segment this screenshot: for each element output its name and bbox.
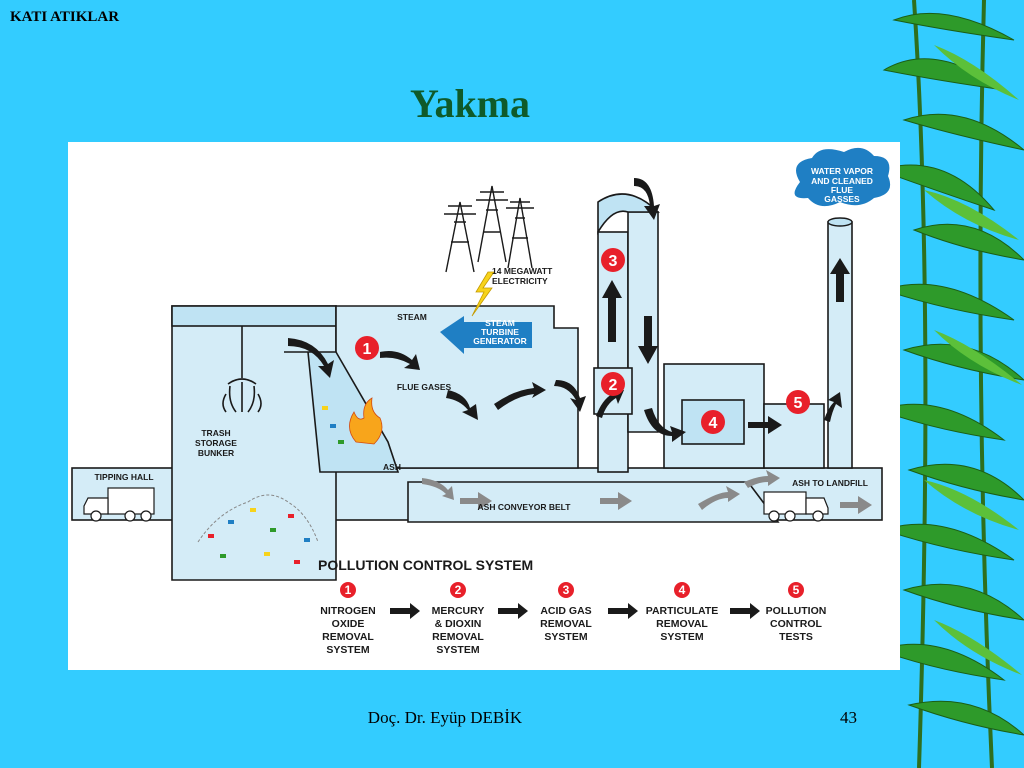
garbage-truck-icon <box>83 487 155 522</box>
svg-text:REMOVAL: REMOVAL <box>432 631 484 643</box>
crane-rail <box>171 305 337 327</box>
marker-2: 2 <box>601 372 625 396</box>
svg-text:PARTICULATE: PARTICULATE <box>646 605 719 617</box>
trash-pile <box>197 406 344 564</box>
pcs-step-5: 5 POLLUTION CONTROL TESTS <box>766 582 827 643</box>
turbine-label-2: TURBINE <box>481 327 519 337</box>
duct-bend <box>597 193 660 235</box>
svg-text:4: 4 <box>709 415 718 432</box>
svg-text:5: 5 <box>794 395 803 412</box>
svg-text:REMOVAL: REMOVAL <box>322 631 374 643</box>
vapor-cloud <box>794 147 891 207</box>
ash-landfill-label: ASH TO LANDFILL <box>792 478 868 488</box>
svg-text:SYSTEM: SYSTEM <box>436 644 479 656</box>
ash-conveyor-trough <box>407 481 780 523</box>
svg-text:NITROGEN: NITROGEN <box>320 605 375 617</box>
flow-arrows <box>288 178 850 442</box>
ash-truck-icon <box>763 491 829 522</box>
tipping-hall-label: TIPPING HALL <box>94 472 153 482</box>
pcs-title: POLLUTION CONTROL SYSTEM <box>318 557 533 573</box>
svg-text:SYSTEM: SYSTEM <box>544 631 587 643</box>
svg-text:1: 1 <box>363 341 372 358</box>
ash-arrows <box>422 470 872 514</box>
incineration-diagram: WATER VAPOR AND CLEANED FLUE GASSES 14 M… <box>68 142 900 670</box>
svg-text:3: 3 <box>563 583 570 597</box>
pcs-step-4: 4 PARTICULATE REMOVAL SYSTEM <box>646 582 719 643</box>
slide-title: Yakma <box>409 81 531 126</box>
pcs-step-1: 1 NITROGEN OXIDE REMOVAL SYSTEM <box>320 582 376 656</box>
turbine-label-3: GENERATOR <box>473 336 527 346</box>
svg-text:1: 1 <box>345 583 352 597</box>
turbine-label-1: STEAM <box>485 318 515 328</box>
vapor-label-2: AND CLEANED <box>811 176 873 186</box>
turbine-arrow <box>440 316 532 354</box>
flue-gases-label: FLUE GASES <box>397 382 452 392</box>
pcs-step-3: 3 ACID GAS REMOVAL SYSTEM <box>540 582 592 643</box>
fire-icon <box>349 397 383 445</box>
marker-1: 1 <box>355 336 379 360</box>
svg-text:TESTS: TESTS <box>779 631 813 643</box>
electricity-label-2: ELECTRICITY <box>492 276 548 286</box>
marker-4: 4 <box>701 410 725 434</box>
svg-text:CONTROL: CONTROL <box>770 618 822 630</box>
header-label: KATI ATIKLAR <box>10 9 120 25</box>
pcs-arrows <box>390 603 760 619</box>
bunker-label-1: TRASH <box>201 428 230 438</box>
page-number: 43 <box>840 708 857 727</box>
svg-text:2: 2 <box>455 583 462 597</box>
power-towers <box>444 185 534 273</box>
steam-label: STEAM <box>397 312 427 322</box>
bunker-label-2: STORAGE <box>195 438 237 448</box>
marker-3: 3 <box>601 248 625 272</box>
marker-5: 5 <box>786 390 810 414</box>
bunker-label-3: BUNKER <box>198 448 234 458</box>
svg-text:OXIDE: OXIDE <box>332 618 365 630</box>
ash-label: ASH <box>383 462 401 472</box>
svg-text:REMOVAL: REMOVAL <box>656 618 708 630</box>
vapor-label-1: WATER VAPOR <box>811 166 873 176</box>
svg-text:3: 3 <box>609 253 618 270</box>
test-section <box>763 403 825 469</box>
svg-text:2: 2 <box>609 377 618 394</box>
svg-text:5: 5 <box>793 583 800 597</box>
lightning-icon <box>471 271 495 317</box>
svg-text:SYSTEM: SYSTEM <box>660 631 703 643</box>
svg-text:POLLUTION: POLLUTION <box>766 605 827 617</box>
electricity-label-1: 14 MEGAWATT <box>492 266 553 276</box>
ash-conveyor-label: ASH CONVEYOR BELT <box>478 502 572 512</box>
svg-text:ACID GAS: ACID GAS <box>540 605 591 617</box>
vapor-label-4: GASSES <box>824 194 860 204</box>
svg-text:& DIOXIN: & DIOXIN <box>435 618 482 630</box>
footer-author: Doç. Dr. Eyüp DEBİK <box>367 708 523 727</box>
svg-text:MERCURY: MERCURY <box>432 605 485 617</box>
svg-text:REMOVAL: REMOVAL <box>540 618 592 630</box>
svg-text:SYSTEM: SYSTEM <box>326 644 369 656</box>
vapor-label-3: FLUE <box>831 185 854 195</box>
svg-text:4: 4 <box>679 583 686 597</box>
pcs-step-2: 2 MERCURY & DIOXIN REMOVAL SYSTEM <box>432 582 485 656</box>
crane-claw-icon <box>222 326 262 413</box>
